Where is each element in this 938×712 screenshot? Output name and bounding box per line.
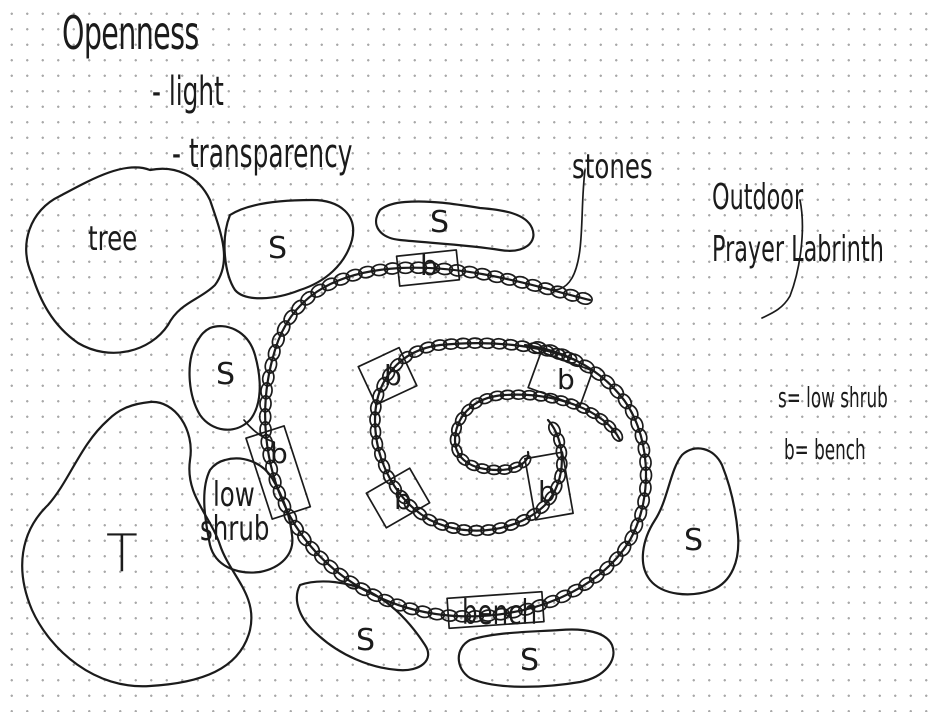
label-shrub: shrub xyxy=(200,512,269,546)
shrub-outline-upper xyxy=(376,201,533,250)
plan-title-line1: Outdoor xyxy=(712,180,803,216)
label-shrub-right: S xyxy=(684,526,703,556)
label-shrub-bottom-left: S xyxy=(356,626,375,656)
label-bench-lower-left: b xyxy=(394,486,412,514)
label-shrub-bottom-right: S xyxy=(520,646,539,676)
label-shrub-left: S xyxy=(216,360,235,390)
label-bench-top: b xyxy=(420,252,438,280)
label-shrub-top: S xyxy=(268,234,287,264)
plan-title-line2: Prayer Labrinth xyxy=(712,232,884,268)
legend-bench: b= bench xyxy=(784,436,866,464)
tree-outline xyxy=(26,167,224,352)
label-tree: tree xyxy=(88,222,137,256)
label-bench-right: b xyxy=(538,478,556,506)
shrub-outline-right xyxy=(643,448,738,594)
stones-pointer-line xyxy=(545,170,585,290)
label-bench-bottom: bench xyxy=(462,596,537,630)
notes-title: Openness xyxy=(62,10,199,56)
notes-item-transparency: - transparency xyxy=(172,134,352,174)
label-stones: stones xyxy=(572,150,653,184)
notes-item-light: - light xyxy=(152,72,224,112)
label-bench-left: b xyxy=(270,440,288,468)
label-bench-upper-right: b xyxy=(557,366,575,394)
label-low: low xyxy=(213,478,255,512)
label-big-tree: T xyxy=(106,528,138,580)
label-bench-upper-left: b xyxy=(384,362,402,390)
legend-shrub: s= low shrub xyxy=(778,384,888,412)
label-shrub-upper: S xyxy=(430,208,449,238)
